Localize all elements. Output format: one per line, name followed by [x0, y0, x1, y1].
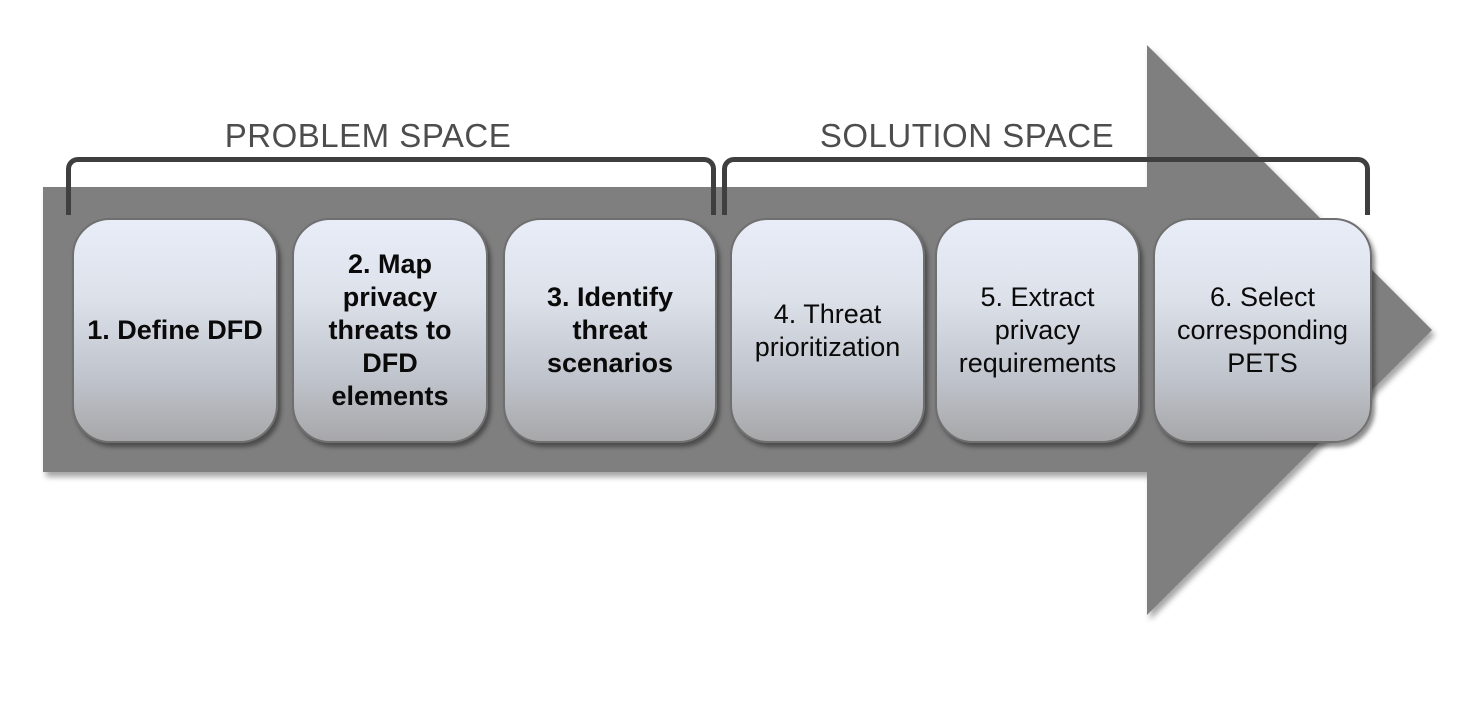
problem-space-bracket — [66, 157, 716, 215]
step-box-extract-privacy-requirements: 5. Extract privacy requirements — [935, 218, 1140, 443]
solution-space-label: SOLUTION SPACE — [819, 117, 1115, 154]
solution-space-bracket — [722, 157, 1370, 215]
step-box-define-dfd: 1. Define DFD — [72, 218, 278, 443]
step-box-select-pets: 6. Select corresponding PETS — [1153, 218, 1372, 443]
step-box-threat-prioritization: 4. Threat prioritization — [730, 218, 925, 443]
problem-space-label: PROBLEM SPACE — [224, 117, 512, 154]
step-box-map-privacy-threats: 2. Map privacy threats to DFD elements — [292, 218, 488, 443]
step-box-identify-threat-scenarios: 3. Identify threat scenarios — [503, 218, 717, 443]
